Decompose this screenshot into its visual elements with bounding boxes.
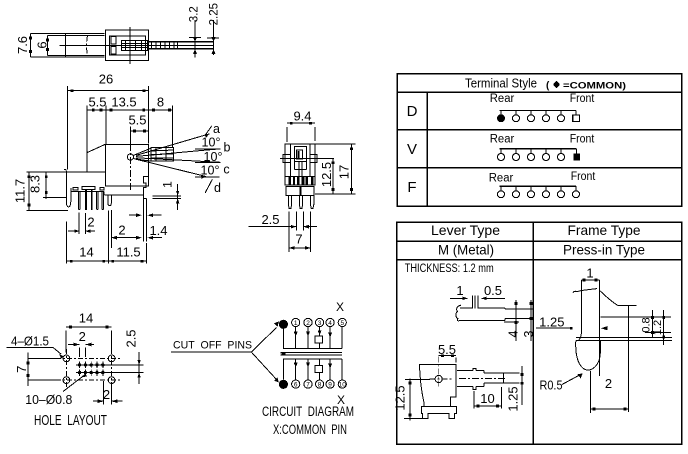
svg-text:14: 14 <box>79 311 93 326</box>
svg-text:7: 7 <box>14 366 29 373</box>
svg-text:1: 1 <box>456 283 463 298</box>
svg-text:2: 2 <box>79 329 86 344</box>
svg-text:THICKNESS: 1.2 mm: THICKNESS: 1.2 mm <box>405 263 494 275</box>
svg-text:26: 26 <box>99 71 113 86</box>
svg-text:3: 3 <box>318 320 322 327</box>
svg-text:d: d <box>214 181 221 195</box>
svg-text:0.5: 0.5 <box>484 283 502 298</box>
svg-text:17: 17 <box>337 165 352 179</box>
svg-text:11.5: 11.5 <box>116 245 140 260</box>
svg-text:X: X <box>337 393 345 407</box>
svg-text:1: 1 <box>294 320 298 327</box>
svg-text:(: ( <box>546 81 550 92</box>
svg-text:2.25: 2.25 <box>209 3 221 25</box>
svg-text:F: F <box>407 179 416 196</box>
svg-text:Terminal Style: Terminal Style <box>465 76 537 91</box>
svg-text:Frame Type: Frame Type <box>568 222 641 238</box>
svg-text:2.5: 2.5 <box>124 329 139 347</box>
svg-text:CIRCUIT DIAGRAM: CIRCUIT DIAGRAM <box>262 404 354 419</box>
svg-text:X: X <box>336 300 344 314</box>
svg-text:1.2: 1.2 <box>652 320 664 335</box>
svg-text:1.25: 1.25 <box>506 386 521 411</box>
svg-text:5.5: 5.5 <box>88 94 106 109</box>
svg-text:1: 1 <box>161 181 175 188</box>
svg-text:12.5: 12.5 <box>319 162 334 187</box>
svg-text:8: 8 <box>318 382 322 389</box>
svg-text:10°: 10° <box>202 135 221 149</box>
svg-text:14: 14 <box>79 245 93 260</box>
svg-text:8: 8 <box>157 94 164 109</box>
svg-text:10: 10 <box>339 382 347 389</box>
svg-text:1.4: 1.4 <box>149 223 167 238</box>
svg-text:9.4: 9.4 <box>293 109 311 124</box>
svg-text:0.8: 0.8 <box>641 317 653 332</box>
svg-text:11.7: 11.7 <box>13 179 28 203</box>
svg-text:c: c <box>223 163 229 177</box>
svg-text:a: a <box>213 122 220 136</box>
svg-text:4: 4 <box>507 330 521 337</box>
svg-text:13.5: 13.5 <box>111 94 136 109</box>
svg-text:2.5: 2.5 <box>261 212 279 227</box>
svg-text:R0.5: R0.5 <box>540 378 563 393</box>
svg-text:7.6: 7.6 <box>15 36 30 54</box>
svg-text:Front: Front <box>570 93 595 105</box>
svg-text:Front: Front <box>570 133 595 145</box>
svg-text:2: 2 <box>103 387 110 402</box>
svg-text:5.5: 5.5 <box>128 113 146 128</box>
svg-text:Rear: Rear <box>490 93 515 105</box>
svg-text:7: 7 <box>295 232 302 247</box>
svg-text:9: 9 <box>328 382 332 389</box>
svg-text:=COMMON): =COMMON) <box>563 81 626 92</box>
svg-text:1: 1 <box>586 266 593 281</box>
svg-text:2: 2 <box>306 320 310 327</box>
svg-text:D: D <box>407 103 418 120</box>
svg-text:5.5: 5.5 <box>438 342 456 357</box>
svg-text:4: 4 <box>328 320 332 327</box>
svg-text:CUT OFF PINS: CUT OFF PINS <box>173 340 252 352</box>
svg-text:3.2: 3.2 <box>188 6 200 22</box>
svg-text:2: 2 <box>605 376 612 391</box>
svg-text:M (Metal): M (Metal) <box>438 242 494 258</box>
svg-text:10°: 10° <box>204 150 223 164</box>
svg-text:6: 6 <box>294 382 298 389</box>
svg-text:8.3: 8.3 <box>28 175 43 193</box>
svg-text:3: 3 <box>522 330 536 337</box>
svg-text:Press-in Type: Press-in Type <box>563 242 645 258</box>
svg-text:5: 5 <box>340 320 344 327</box>
svg-text:4–Ø1.5: 4–Ø1.5 <box>11 334 49 349</box>
svg-text:V: V <box>407 141 417 158</box>
svg-text:Rear: Rear <box>489 173 514 185</box>
svg-text:b: b <box>224 140 231 154</box>
svg-text:HOLE LAYOUT: HOLE LAYOUT <box>34 412 107 429</box>
svg-text:12.5: 12.5 <box>393 385 408 410</box>
svg-text:10–Ø0.8: 10–Ø0.8 <box>25 392 72 407</box>
svg-text:7: 7 <box>306 382 310 389</box>
svg-text:Rear: Rear <box>490 133 515 145</box>
svg-text:Front: Front <box>571 171 596 183</box>
svg-text:6: 6 <box>35 41 50 48</box>
svg-text:2: 2 <box>118 223 125 238</box>
svg-text:2: 2 <box>87 215 94 230</box>
svg-text:Lever Type: Lever Type <box>431 222 500 238</box>
svg-text:10°: 10° <box>201 164 220 178</box>
svg-text:10: 10 <box>480 391 494 406</box>
svg-text:1.25: 1.25 <box>539 315 564 330</box>
svg-text:X:COMMON PIN: X:COMMON PIN <box>273 422 347 437</box>
